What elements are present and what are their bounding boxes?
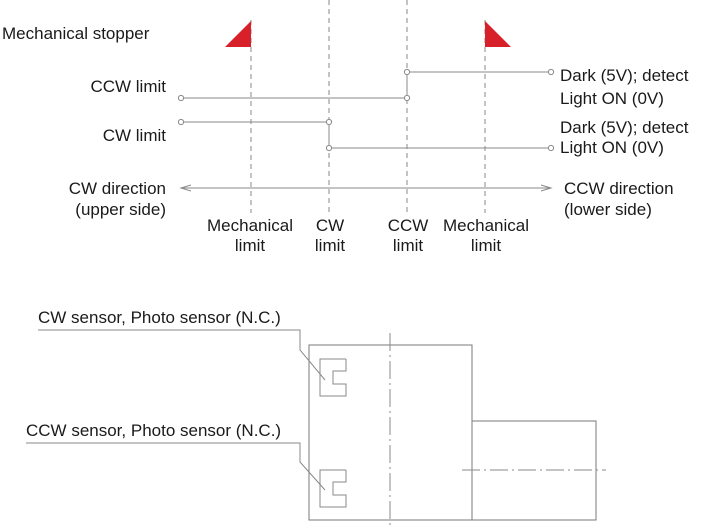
ccw-signal-edge-high-dot — [403, 68, 411, 76]
cw-sensor-leader-line — [38, 329, 326, 381]
ccw-limit-signal — [181, 71, 551, 99]
ccw-direction-label: CCW direction — [564, 179, 674, 198]
cw-sensor-label: CW sensor, Photo sensor (N.C.) — [38, 308, 281, 327]
ccw-signal-edge-low-dot — [403, 94, 411, 102]
ccw-signal-end-dot — [547, 68, 555, 76]
right-stopper-icon — [485, 21, 511, 47]
cw-sensor-icon — [319, 358, 347, 397]
cw-signal-high-label: Dark (5V); detect — [560, 118, 689, 137]
left-stopper-icon — [225, 21, 251, 47]
ccw-limit-position-sub-label: limit — [393, 236, 423, 255]
ccw-limit-label: CCW limit — [90, 77, 166, 96]
mechanical-stopper-label: Mechanical stopper — [2, 24, 150, 43]
cw-direction-label: CW direction — [69, 179, 166, 198]
mech-left-limit-label: Mechanical — [207, 216, 293, 235]
cw-limit-position-label: CW — [316, 216, 344, 235]
cw-direction-sub-label: (upper side) — [75, 200, 166, 219]
ccw-sensor-label: CCW sensor, Photo sensor (N.C.) — [26, 421, 281, 440]
mech-right-limit-label: Mechanical — [443, 216, 529, 235]
cw-signal-end-dot — [547, 144, 555, 152]
ccw-sensor-leader-line — [26, 442, 326, 491]
ccw-limit-position-label: CCW — [388, 216, 429, 235]
cw-limit-signal — [181, 121, 551, 149]
ccw-signal-start-dot — [177, 94, 185, 102]
cw-limit-label: CW limit — [103, 126, 167, 145]
timing-chart: Mechanical stopper CCW limit Dark (5V); … — [2, 0, 689, 255]
mech-left-limit-sub-label: limit — [235, 236, 265, 255]
ccw-signal-low-label: Light ON (0V) — [560, 89, 664, 108]
cw-signal-edge-low-dot — [325, 144, 333, 152]
cw-signal-edge-high-dot — [325, 118, 333, 126]
ccw-signal-high-label: Dark (5V); detect — [560, 66, 689, 85]
ccw-sensor-icon — [319, 469, 347, 508]
cw-signal-start-dot — [177, 118, 185, 126]
cw-limit-position-sub-label: limit — [315, 236, 345, 255]
mech-right-limit-sub-label: limit — [471, 236, 501, 255]
ccw-arrow-icon — [540, 184, 553, 192]
cw-arrow-icon — [179, 184, 192, 192]
ccw-direction-sub-label: (lower side) — [564, 200, 652, 219]
cw-signal-low-label: Light ON (0V) — [560, 138, 664, 157]
sensor-drawing: CW sensor, Photo sensor (N.C.) CCW senso… — [26, 308, 606, 529]
